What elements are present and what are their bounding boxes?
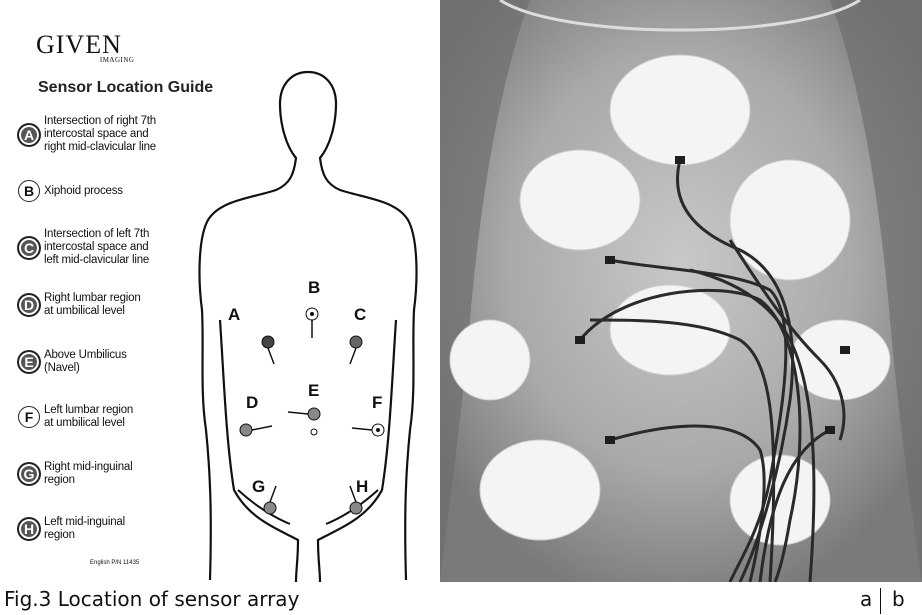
sensor-h-icon: H <box>18 518 40 540</box>
figure-caption: Fig.3 Location of sensor array <box>4 587 299 611</box>
panel-label-b: b <box>892 587 905 611</box>
legend-item-b: B Xiphoid process <box>18 180 123 202</box>
svg-text:B: B <box>308 278 320 297</box>
svg-text:H: H <box>356 477 368 496</box>
sensor-a-icon: A <box>18 124 40 146</box>
legend-text: Intersection of right 7th intercostal sp… <box>44 115 156 154</box>
legend-text: Left mid-inguinal region <box>44 516 125 542</box>
svg-text:D: D <box>246 393 258 412</box>
point-c: C <box>350 305 366 364</box>
point-h: H <box>350 477 368 514</box>
body-outline-diagram: A B C D E F <box>180 50 436 582</box>
sensor-g-icon: G <box>18 463 40 485</box>
panel-label-divider <box>880 588 881 614</box>
sensor-f-icon: F <box>18 406 40 428</box>
panel-label-a: a <box>860 587 872 611</box>
legend-text: Above Umbilicus (Navel) <box>44 349 127 375</box>
sensor-d-icon: D <box>18 294 40 316</box>
legend-text: Intersection of left 7th intercostal spa… <box>44 228 149 267</box>
sensor-array-photo <box>440 0 922 582</box>
logo-subtext: IMAGING <box>100 56 135 64</box>
point-f: F <box>352 393 384 436</box>
given-imaging-logo: GIVEN IMAGING <box>36 30 134 64</box>
svg-text:G: G <box>252 477 265 496</box>
point-e: E <box>288 381 320 435</box>
svg-text:E: E <box>308 381 319 400</box>
legend-text: Right lumbar region at umbilical level <box>44 292 141 318</box>
point-g: G <box>252 477 276 514</box>
sensor-b-icon: B <box>18 180 40 202</box>
point-d: D <box>240 393 272 436</box>
svg-text:F: F <box>372 393 382 412</box>
svg-text:A: A <box>228 305 240 324</box>
part-number: English P/N 11435 <box>90 560 139 566</box>
point-a: A <box>228 305 274 364</box>
photo-illustration <box>440 0 922 582</box>
point-b: B <box>306 278 320 338</box>
sensor-e-icon: E <box>18 351 40 373</box>
svg-text:C: C <box>354 305 366 324</box>
legend-text: Xiphoid process <box>44 185 123 198</box>
legend-text: Right mid-inguinal region <box>44 461 132 487</box>
legend-text: Left lumbar region at umbilical level <box>44 404 133 430</box>
sensor-c-icon: C <box>18 237 40 259</box>
body-silhouette <box>200 72 417 582</box>
